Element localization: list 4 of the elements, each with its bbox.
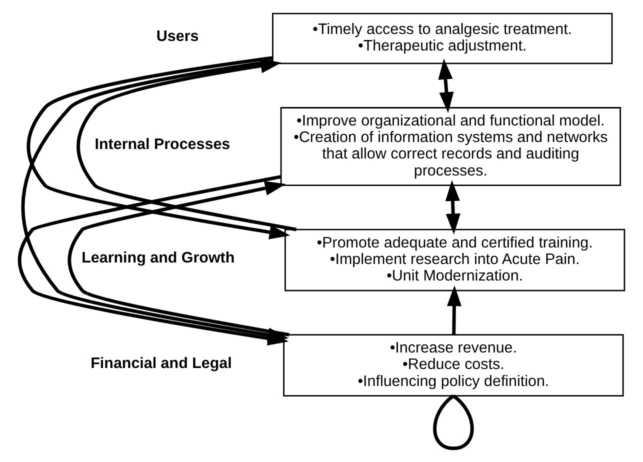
label: Learning and Growth <box>81 250 234 267</box>
label: Users <box>156 28 198 46</box>
label: Internal Processes <box>94 136 230 154</box>
label: Financial and Legal <box>90 354 232 372</box>
